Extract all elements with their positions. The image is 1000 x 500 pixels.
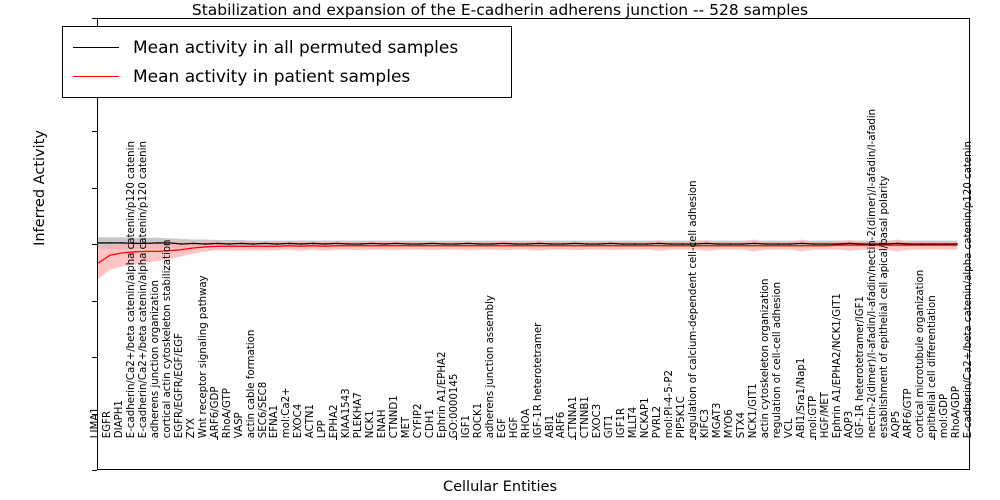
- chart-legend: Mean activity in all permuted samples Me…: [62, 26, 512, 98]
- y-tick-mark: [92, 470, 97, 472]
- y-tick-mark: [92, 187, 97, 189]
- x-axis-title: Cellular Entities: [442, 479, 558, 495]
- legend-swatch-permuted: [73, 47, 119, 48]
- y-axis-title: Inferred Activity: [32, 130, 48, 246]
- y-tick-mark: [92, 244, 97, 246]
- legend-item-patient: Mean activity in patient samples: [73, 62, 501, 91]
- y-tick-mark: [92, 357, 97, 359]
- y-tick-mark: [92, 131, 97, 133]
- y-tick-mark: [92, 300, 97, 302]
- chart-title: Stabilization and expansion of the E-cad…: [191, 1, 809, 19]
- legend-label-patient: Mean activity in patient samples: [133, 66, 411, 87]
- legend-item-permuted: Mean activity in all permuted samples: [73, 33, 501, 62]
- legend-label-permuted: Mean activity in all permuted samples: [133, 37, 459, 58]
- legend-swatch-patient: [73, 76, 119, 77]
- y-tick-mark: [92, 18, 97, 20]
- y-tick-mark: [92, 413, 97, 415]
